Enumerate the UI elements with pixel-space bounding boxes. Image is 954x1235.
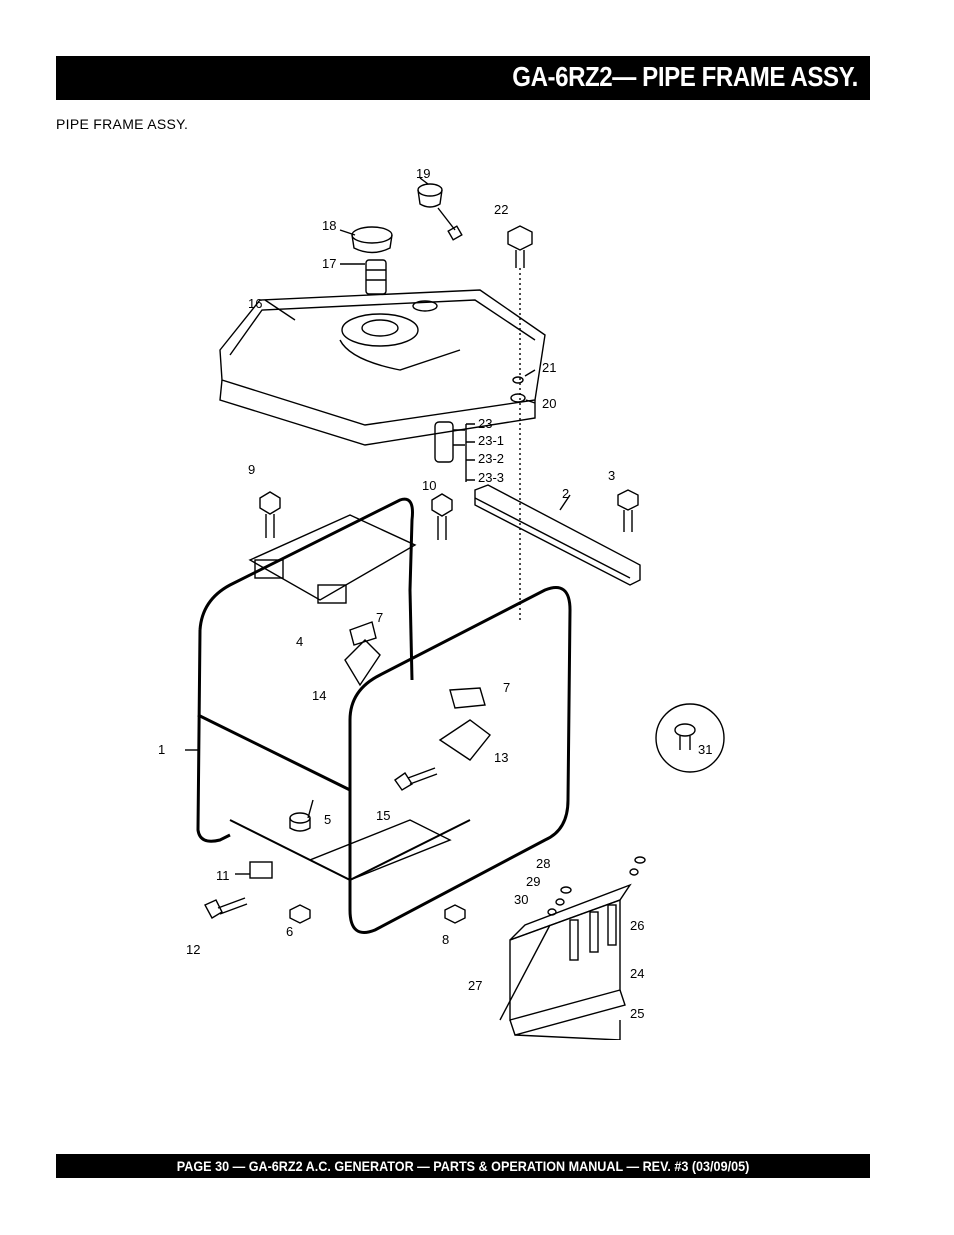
part-label-21: 21 (542, 360, 556, 375)
part-label-24: 24 (630, 966, 644, 981)
part-label-27: 27 (468, 978, 482, 993)
part-label-11: 11 (216, 868, 230, 883)
part-label-10: 10 (422, 478, 436, 493)
section-subtitle: PIPE FRAME ASSY. (56, 116, 189, 132)
footer-bar: PAGE 30 — GA-6RZ2 A.C. GENERATOR — PARTS… (56, 1154, 870, 1178)
part-label-6: 6 (286, 924, 293, 939)
fuel-tank-drawing (219, 289, 546, 446)
part-label-26: 26 (630, 918, 644, 933)
part-label-20: 20 (542, 396, 556, 411)
part-label-5: 5 (324, 812, 331, 827)
part-label-12: 12 (186, 942, 200, 957)
part-label-22: 22 (494, 202, 508, 217)
part-label-14: 14 (312, 688, 326, 703)
part-label-15: 15 (376, 808, 390, 823)
part-label-30: 30 (514, 892, 528, 907)
part-label-2: 2 (562, 486, 569, 501)
part-label-16: 16 (248, 296, 262, 311)
part-label-8: 8 (442, 932, 449, 947)
part-label-9: 9 (248, 462, 255, 477)
fuel-cap-drawing (351, 183, 463, 295)
fuel-valve-drawing (434, 421, 475, 482)
part-label-7a: 7 (376, 610, 383, 625)
part-label-7b: 7 (503, 680, 510, 695)
bracket-2-drawing (474, 484, 641, 586)
part-label-23-2: 23-2 (478, 451, 504, 466)
part-label-13: 13 (494, 750, 508, 765)
part-label-23-1: 23-1 (478, 433, 504, 448)
part-label-19: 19 (416, 166, 430, 181)
part-label-29: 29 (526, 874, 540, 889)
battery-box-drawing (499, 856, 646, 1040)
title-bar: GA-6RZ2— PIPE FRAME ASSY. (56, 56, 870, 100)
part-label-1: 1 (158, 742, 165, 757)
part-label-28: 28 (536, 856, 550, 871)
part-label-3: 3 (608, 468, 615, 483)
page-title: GA-6RZ2— PIPE FRAME ASSY. (512, 61, 858, 92)
part-label-18: 18 (322, 218, 336, 233)
page-footer: PAGE 30 — GA-6RZ2 A.C. GENERATOR — PARTS… (176, 1158, 750, 1174)
part-label-31: 31 (698, 742, 712, 757)
part-label-25: 25 (630, 1006, 644, 1021)
part-label-17: 17 (322, 256, 336, 271)
bolt-22-drawing (507, 225, 533, 620)
pipe-frame-drawing (196, 497, 572, 934)
exploded-parts-diagram: 1 2 3 4 5 6 7 7 8 9 10 11 12 13 14 15 16… (150, 160, 750, 1040)
part-label-23: 23 (478, 416, 492, 431)
part-label-4: 4 (296, 634, 303, 649)
part-label-23-3: 23-3 (478, 470, 504, 485)
